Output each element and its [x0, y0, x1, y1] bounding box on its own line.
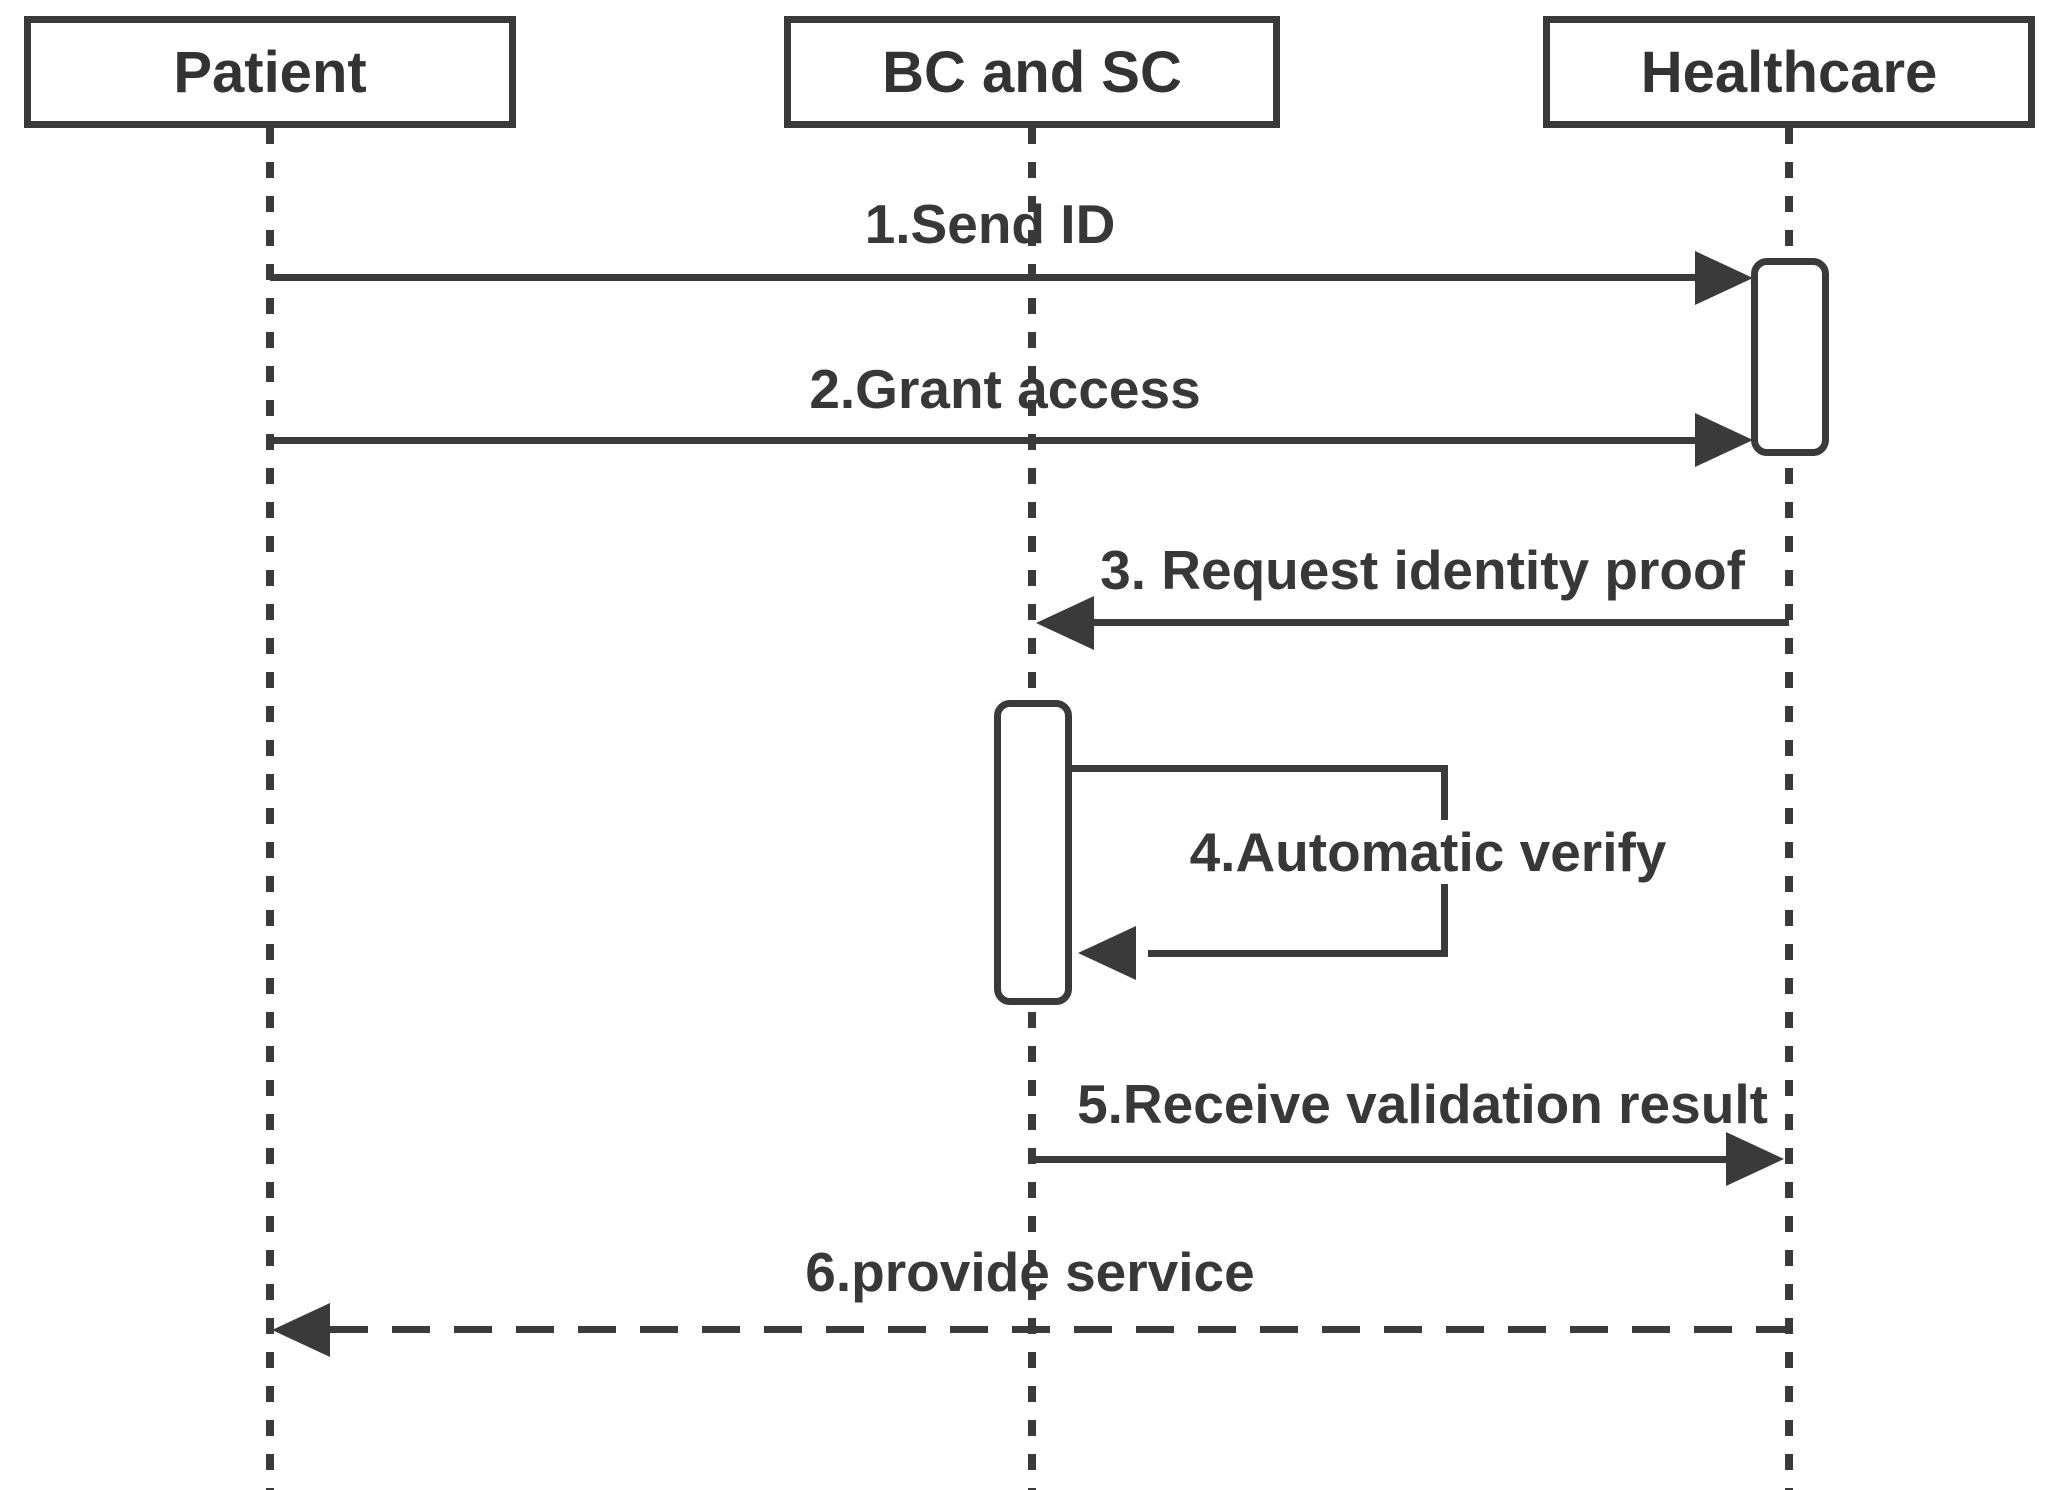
message-1-arrowhead-right-icon — [1695, 251, 1753, 305]
message-6-label: 6.provide service — [805, 1241, 1255, 1303]
message-1-label: 1.Send ID — [864, 193, 1116, 255]
actor-box-patient: Patient — [24, 16, 516, 128]
message-3-label: 3. Request identity proof — [1100, 539, 1745, 601]
actor-label-patient: Patient — [173, 39, 367, 105]
message-5-arrowhead-right-icon — [1726, 1132, 1784, 1186]
actor-box-healthcare: Healthcare — [1543, 16, 2035, 128]
actor-label-bc-and-sc: BC and SC — [882, 39, 1182, 105]
actor-label-healthcare: Healthcare — [1640, 39, 1938, 105]
message-4-self-loop-top-line — [1068, 765, 1448, 772]
message-2-line — [270, 437, 1695, 444]
message-5-line — [1036, 1156, 1726, 1163]
message-3-line — [1094, 619, 1789, 626]
actor-box-bc-and-sc: BC and SC — [784, 16, 1280, 128]
message-2-label: 2.Grant access — [809, 358, 1201, 420]
message-1-line — [270, 274, 1695, 281]
activation-bar-healthcare — [1751, 258, 1829, 456]
message-5-label: 5.Receive validation result — [1077, 1073, 1768, 1135]
activation-bar-bc-and-sc — [994, 700, 1072, 1005]
message-3-arrowhead-left-icon — [1036, 596, 1094, 650]
message-6-arrowhead-left-icon — [272, 1303, 330, 1357]
message-4-self-loop-bottom-line — [1148, 950, 1448, 957]
lifeline-patient — [266, 128, 274, 1490]
message-4-arrowhead-left-icon — [1078, 926, 1136, 980]
message-2-arrowhead-right-icon — [1695, 413, 1753, 467]
lifeline-healthcare — [1785, 128, 1793, 1490]
message-6-dashed-line — [330, 1326, 1789, 1333]
message-4-label: 4.Automatic verify — [1095, 820, 1761, 884]
